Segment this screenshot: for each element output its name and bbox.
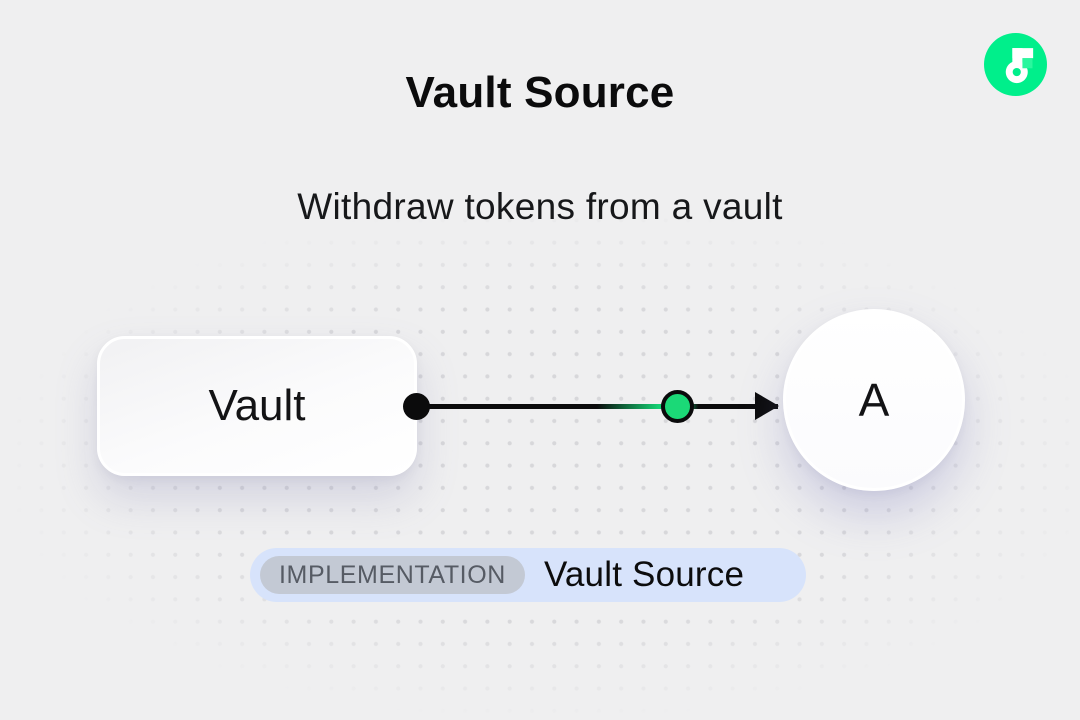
page-title: Vault Source <box>405 68 675 117</box>
connector-arrowhead-icon <box>755 392 779 420</box>
vault-node-label: Vault <box>208 381 306 430</box>
vault-node: Vault <box>97 336 417 476</box>
connector-start-dot <box>403 393 430 420</box>
page-subtitle: Withdraw tokens from a vault <box>297 186 783 227</box>
implementation-tag: IMPLEMENTATION <box>260 556 525 594</box>
connector-token-dot <box>661 390 694 423</box>
implementation-badge: IMPLEMENTATION Vault Source <box>250 548 806 602</box>
account-node: A <box>783 309 965 491</box>
implementation-badge-label: Vault Source <box>543 555 745 594</box>
flow-logo-icon <box>984 33 1047 96</box>
account-node-label: A <box>858 374 890 426</box>
connector-line <box>416 404 778 409</box>
